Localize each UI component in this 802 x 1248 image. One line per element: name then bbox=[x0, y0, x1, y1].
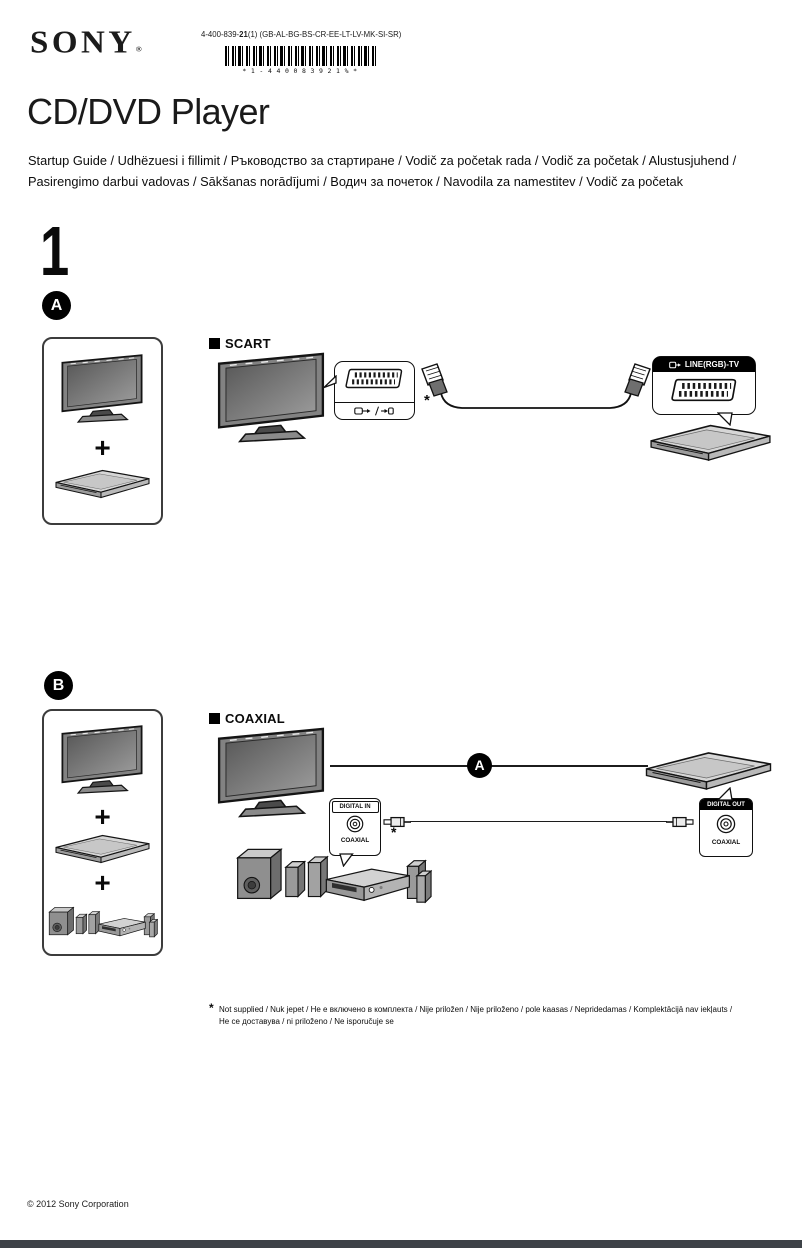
cable-badge-a: A bbox=[467, 753, 492, 778]
section-square-icon bbox=[209, 338, 220, 349]
page-title: CD/DVD Player bbox=[27, 91, 270, 132]
callout-pointer-down bbox=[339, 852, 354, 867]
doc-number-prefix: 4-400-839- bbox=[201, 30, 240, 39]
player-icon bbox=[53, 463, 152, 499]
output-icon bbox=[669, 361, 681, 368]
scart-socket-icon bbox=[342, 368, 406, 389]
section-square-icon bbox=[209, 713, 220, 724]
digital-out-jack-label: COAXIAL bbox=[711, 839, 741, 846]
doc-number-bold: 21 bbox=[239, 30, 248, 39]
footnote: Not supplied / Nuk jepet / Не е включено… bbox=[219, 1004, 732, 1027]
footnote-line-1: Not supplied / Nuk jepet / Не е включено… bbox=[219, 1005, 733, 1014]
callout-pointer-left bbox=[323, 375, 337, 389]
not-supplied-asterisk-a: * bbox=[424, 392, 430, 409]
components-box-a: + bbox=[42, 337, 163, 525]
scart-socket-icon-2 bbox=[668, 378, 740, 402]
scart-in-out-icon bbox=[354, 406, 394, 416]
home-theater-illustration bbox=[232, 838, 432, 906]
barcode-bars bbox=[225, 46, 379, 66]
components-box-b: + + bbox=[42, 709, 163, 956]
tv-icon bbox=[57, 724, 147, 795]
scart-plug-right-icon bbox=[624, 363, 651, 397]
digital-out-callout: DIGITAL OUT COAXIAL bbox=[699, 786, 753, 857]
coax-jack-icon bbox=[346, 815, 364, 833]
heading-coaxial: COAXIAL bbox=[209, 711, 285, 726]
digital-in-callout: DIGITAL IN COAXIAL bbox=[329, 798, 381, 867]
scart-port-callout bbox=[323, 361, 415, 420]
plus-icon: + bbox=[94, 432, 111, 463]
coax-cable-line bbox=[410, 821, 667, 822]
section-a-badge: A bbox=[42, 291, 71, 320]
barcode-text: *1-440083921%* bbox=[242, 67, 362, 75]
player-illustration-a bbox=[645, 416, 776, 462]
scart-plug-left-icon bbox=[421, 363, 448, 397]
plus-icon: + bbox=[94, 801, 111, 832]
scart-cable-illustration bbox=[421, 363, 651, 409]
home-theater-icon bbox=[46, 901, 158, 939]
heading-scart-label: SCART bbox=[225, 336, 271, 351]
player-illustration-b bbox=[642, 743, 775, 791]
callout-pointer-down bbox=[717, 411, 733, 426]
digital-in-title: DIGITAL IN bbox=[331, 800, 379, 813]
section-b-badge: B bbox=[44, 671, 73, 700]
plus-icon: + bbox=[94, 867, 111, 898]
digital-in-jack-label: COAXIAL bbox=[340, 837, 370, 844]
heading-scart: SCART bbox=[209, 336, 271, 351]
language-list-line-1: Startup Guide / Udhëzuesi i fillimit / Р… bbox=[28, 153, 737, 168]
coax-jack-icon bbox=[716, 814, 736, 834]
sony-logo-text: SONY bbox=[30, 26, 136, 61]
callout-divider bbox=[335, 402, 414, 403]
digital-out-title: DIGITAL OUT bbox=[700, 799, 752, 810]
registered-mark: ® bbox=[135, 45, 142, 54]
rca-plug-right-icon bbox=[666, 816, 696, 828]
language-list-line-2: Pasirengimo darbui vadovas / Sākšanas no… bbox=[28, 174, 683, 189]
footnote-marker: * bbox=[209, 1001, 214, 1015]
not-supplied-asterisk-b: * bbox=[391, 824, 397, 840]
footnote-line-2: Не се доставува / ni priloženo / Ne ispo… bbox=[219, 1016, 394, 1026]
barcode: *1-440083921%* bbox=[225, 46, 379, 75]
doc-number-suffix: (1) (GB-AL-BG-BS-CR-EE-LT-LV-MK-SI-SR) bbox=[247, 30, 402, 39]
language-list: Startup Guide / Udhëzuesi i fillimit / Р… bbox=[28, 150, 736, 192]
copyright: © 2012 Sony Corporation bbox=[27, 1199, 129, 1209]
sony-logo: SONY® bbox=[30, 26, 142, 61]
tv-illustration-a bbox=[212, 351, 330, 444]
line-rgb-tv-header: LINE(RGB)-TV bbox=[653, 357, 755, 372]
step-number: 1 bbox=[40, 212, 70, 290]
doc-number: 4-400-839-21(1) (GB-AL-BG-BS-CR-EE-LT-LV… bbox=[201, 30, 401, 39]
heading-coaxial-label: COAXIAL bbox=[225, 711, 285, 726]
bottom-bar bbox=[0, 1240, 802, 1248]
line-rgb-tv-label: LINE(RGB)-TV bbox=[684, 360, 740, 369]
player-icon bbox=[53, 828, 152, 864]
line-rgb-tv-callout: LINE(RGB)-TV bbox=[652, 356, 756, 426]
tv-icon bbox=[57, 353, 147, 424]
callout-pointer-up bbox=[717, 786, 733, 801]
tv-illustration-b bbox=[212, 726, 330, 819]
